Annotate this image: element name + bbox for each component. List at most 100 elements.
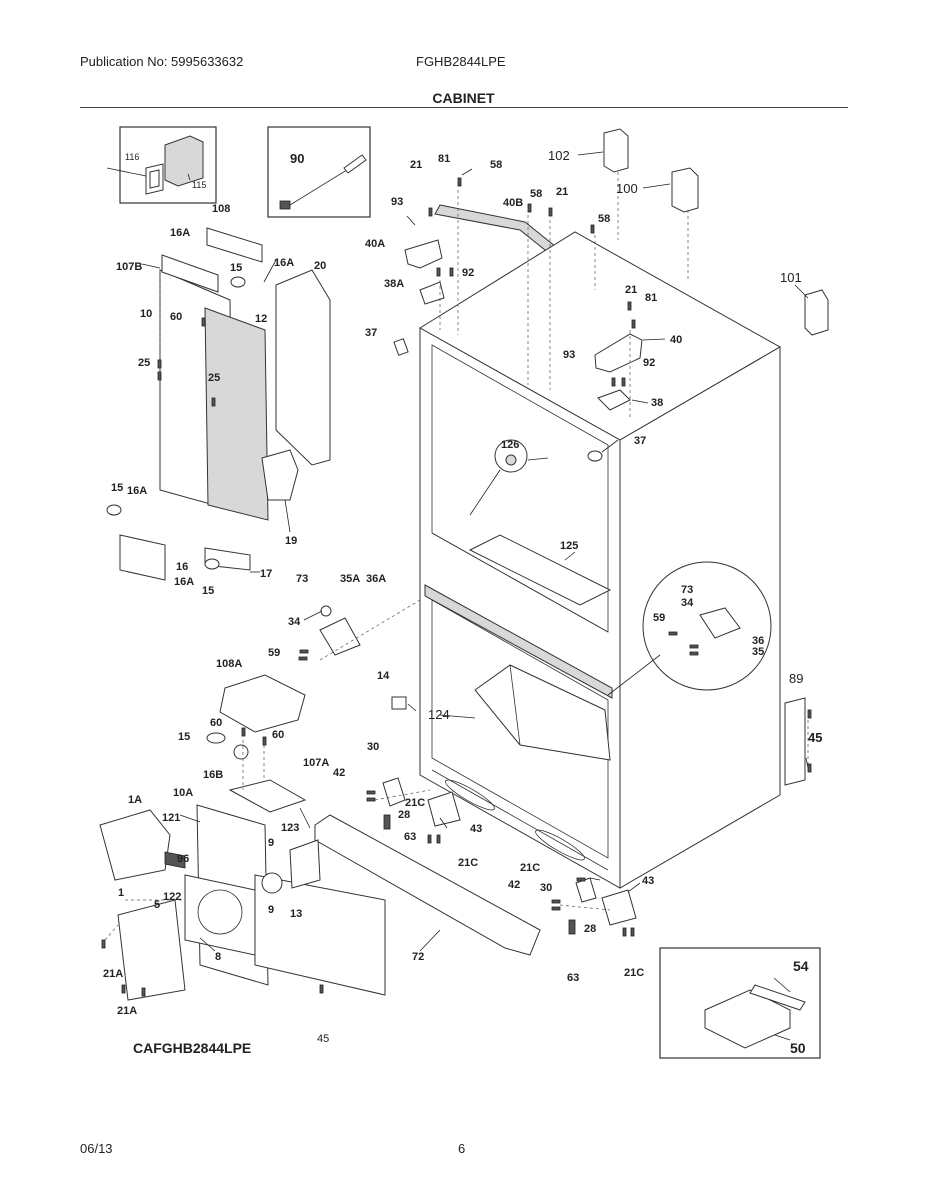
- part-63-left: [383, 814, 391, 830]
- callout-21a-bottom: 21A: [117, 1005, 137, 1017]
- part-15-bulb-freezer: [206, 732, 226, 744]
- part-125-shelf: [468, 534, 612, 606]
- callout-25-mid: 25: [208, 372, 220, 384]
- part-15-bulb-bottom: [204, 558, 220, 570]
- callout-58-right: 58: [598, 213, 610, 225]
- callout-34-detail: 34: [681, 597, 694, 609]
- callout-102: 102: [548, 148, 570, 163]
- part-1a-cover: [99, 809, 171, 881]
- callout-100: 100: [616, 181, 638, 196]
- callout-73: 73: [296, 573, 308, 585]
- callout-42-right: 42: [508, 879, 520, 891]
- callout-125: 125: [560, 540, 578, 552]
- callout-81-right: 81: [645, 292, 657, 304]
- part-15-bulb-top: [230, 276, 246, 288]
- model-number: FGHB2844LPE: [416, 54, 506, 69]
- part-40a-hinge: [404, 239, 443, 269]
- diagram-model-code: CAFGHB2844LPE: [133, 1040, 251, 1056]
- callout-92-top: 92: [462, 267, 474, 279]
- footer-date: 06/13: [80, 1141, 113, 1156]
- part-107b-cover: [161, 254, 219, 293]
- callout-15-bottom: 15: [202, 585, 214, 597]
- part-16b-socket: [233, 744, 249, 760]
- callout-16a-top-left: 16A: [170, 227, 190, 239]
- callout-16a-top-right: 16A: [274, 257, 294, 269]
- callout-9-top: 9: [268, 837, 274, 849]
- part-38-hinge-pin: [597, 389, 631, 411]
- callout-59: 59: [268, 647, 280, 659]
- part-90-wire: [289, 164, 356, 206]
- part-38a-hinge-pin: [419, 281, 445, 305]
- alignment-lines: [104, 190, 809, 941]
- callout-101: 101: [780, 270, 802, 285]
- part-30-hinge-right: [575, 877, 597, 903]
- part-35a-bracket: [319, 617, 361, 656]
- callout-21c-left-top: 21C: [405, 797, 425, 809]
- callout-72: 72: [412, 951, 424, 963]
- callout-20: 20: [314, 260, 326, 272]
- callout-126: 126: [501, 439, 519, 451]
- callout-45-right: 45: [808, 730, 822, 745]
- part-43-bracket-right: [601, 889, 637, 926]
- fan-opening: [197, 889, 243, 935]
- publication-number: Publication No: 5995633632: [80, 54, 244, 69]
- callout-63-right: 63: [567, 972, 579, 984]
- callout-40: 40: [670, 334, 682, 346]
- callout-124: 124: [428, 707, 450, 722]
- part-123-bracket: [289, 839, 321, 889]
- callout-21-right: 21: [625, 284, 637, 296]
- callout-43-right: 43: [642, 875, 654, 887]
- callout-21-top: 21: [410, 159, 422, 171]
- part-50-bin: [704, 989, 791, 1049]
- callout-43-left: 43: [470, 823, 482, 835]
- part-116-gasket-inner: [149, 169, 160, 189]
- callout-21a-left: 21A: [103, 968, 123, 980]
- footer-page-number: 6: [458, 1141, 466, 1156]
- callout-115: 115: [192, 180, 206, 190]
- callout-16a-left: 16A: [127, 485, 147, 497]
- callout-35-detail: 35: [752, 646, 764, 658]
- callout-37-left: 37: [365, 327, 377, 339]
- callout-60: 60: [170, 311, 182, 323]
- part-108a-housing: [219, 674, 306, 733]
- callout-36a: 36A: [366, 573, 386, 585]
- fasteners: [101, 177, 812, 997]
- callout-9-bottom: 9: [268, 904, 274, 916]
- callout-25-left: 25: [138, 357, 150, 369]
- part-36-bracket-detail: [699, 607, 741, 639]
- part-54-rail: [749, 984, 806, 1011]
- callout-1a: 1A: [128, 794, 142, 806]
- callout-40b: 40B: [503, 197, 523, 209]
- callout-28-right: 28: [584, 923, 596, 935]
- callout-60-right: 60: [272, 729, 284, 741]
- callout-15-top: 15: [230, 262, 242, 274]
- part-90-plug: [279, 200, 291, 210]
- part-15-bulb-left: [106, 504, 122, 516]
- callout-21c-right-bottom: 21C: [624, 967, 644, 979]
- callout-42-left: 42: [333, 767, 345, 779]
- callout-108a: 108A: [216, 658, 242, 670]
- header-divider: [80, 107, 848, 108]
- part-19-damper: [261, 449, 299, 501]
- callout-81-top: 81: [438, 153, 450, 165]
- part-100-bracket: [671, 167, 699, 213]
- part-30-hinge-left: [382, 777, 406, 807]
- callout-28-left: 28: [398, 809, 410, 821]
- part-89-panel: [784, 697, 806, 786]
- callout-30-left: 30: [367, 741, 379, 753]
- callout-63-left: 63: [404, 831, 416, 843]
- callout-54: 54: [793, 958, 809, 974]
- part-124-pan: [474, 664, 611, 761]
- part-72-toe-grille: [314, 814, 541, 956]
- callout-93-right: 93: [563, 349, 575, 361]
- callout-122: 122: [163, 891, 181, 903]
- callout-14: 14: [377, 670, 390, 682]
- callout-59-detail: 59: [653, 612, 665, 624]
- mullion: [424, 584, 613, 699]
- callout-93-top: 93: [391, 196, 403, 208]
- part-43-bracket-left: [427, 791, 461, 827]
- callout-21-mid: 21: [556, 186, 568, 198]
- callout-10: 10: [140, 308, 152, 320]
- part-13-fan: [261, 872, 283, 894]
- leader-lines: [106, 151, 809, 1041]
